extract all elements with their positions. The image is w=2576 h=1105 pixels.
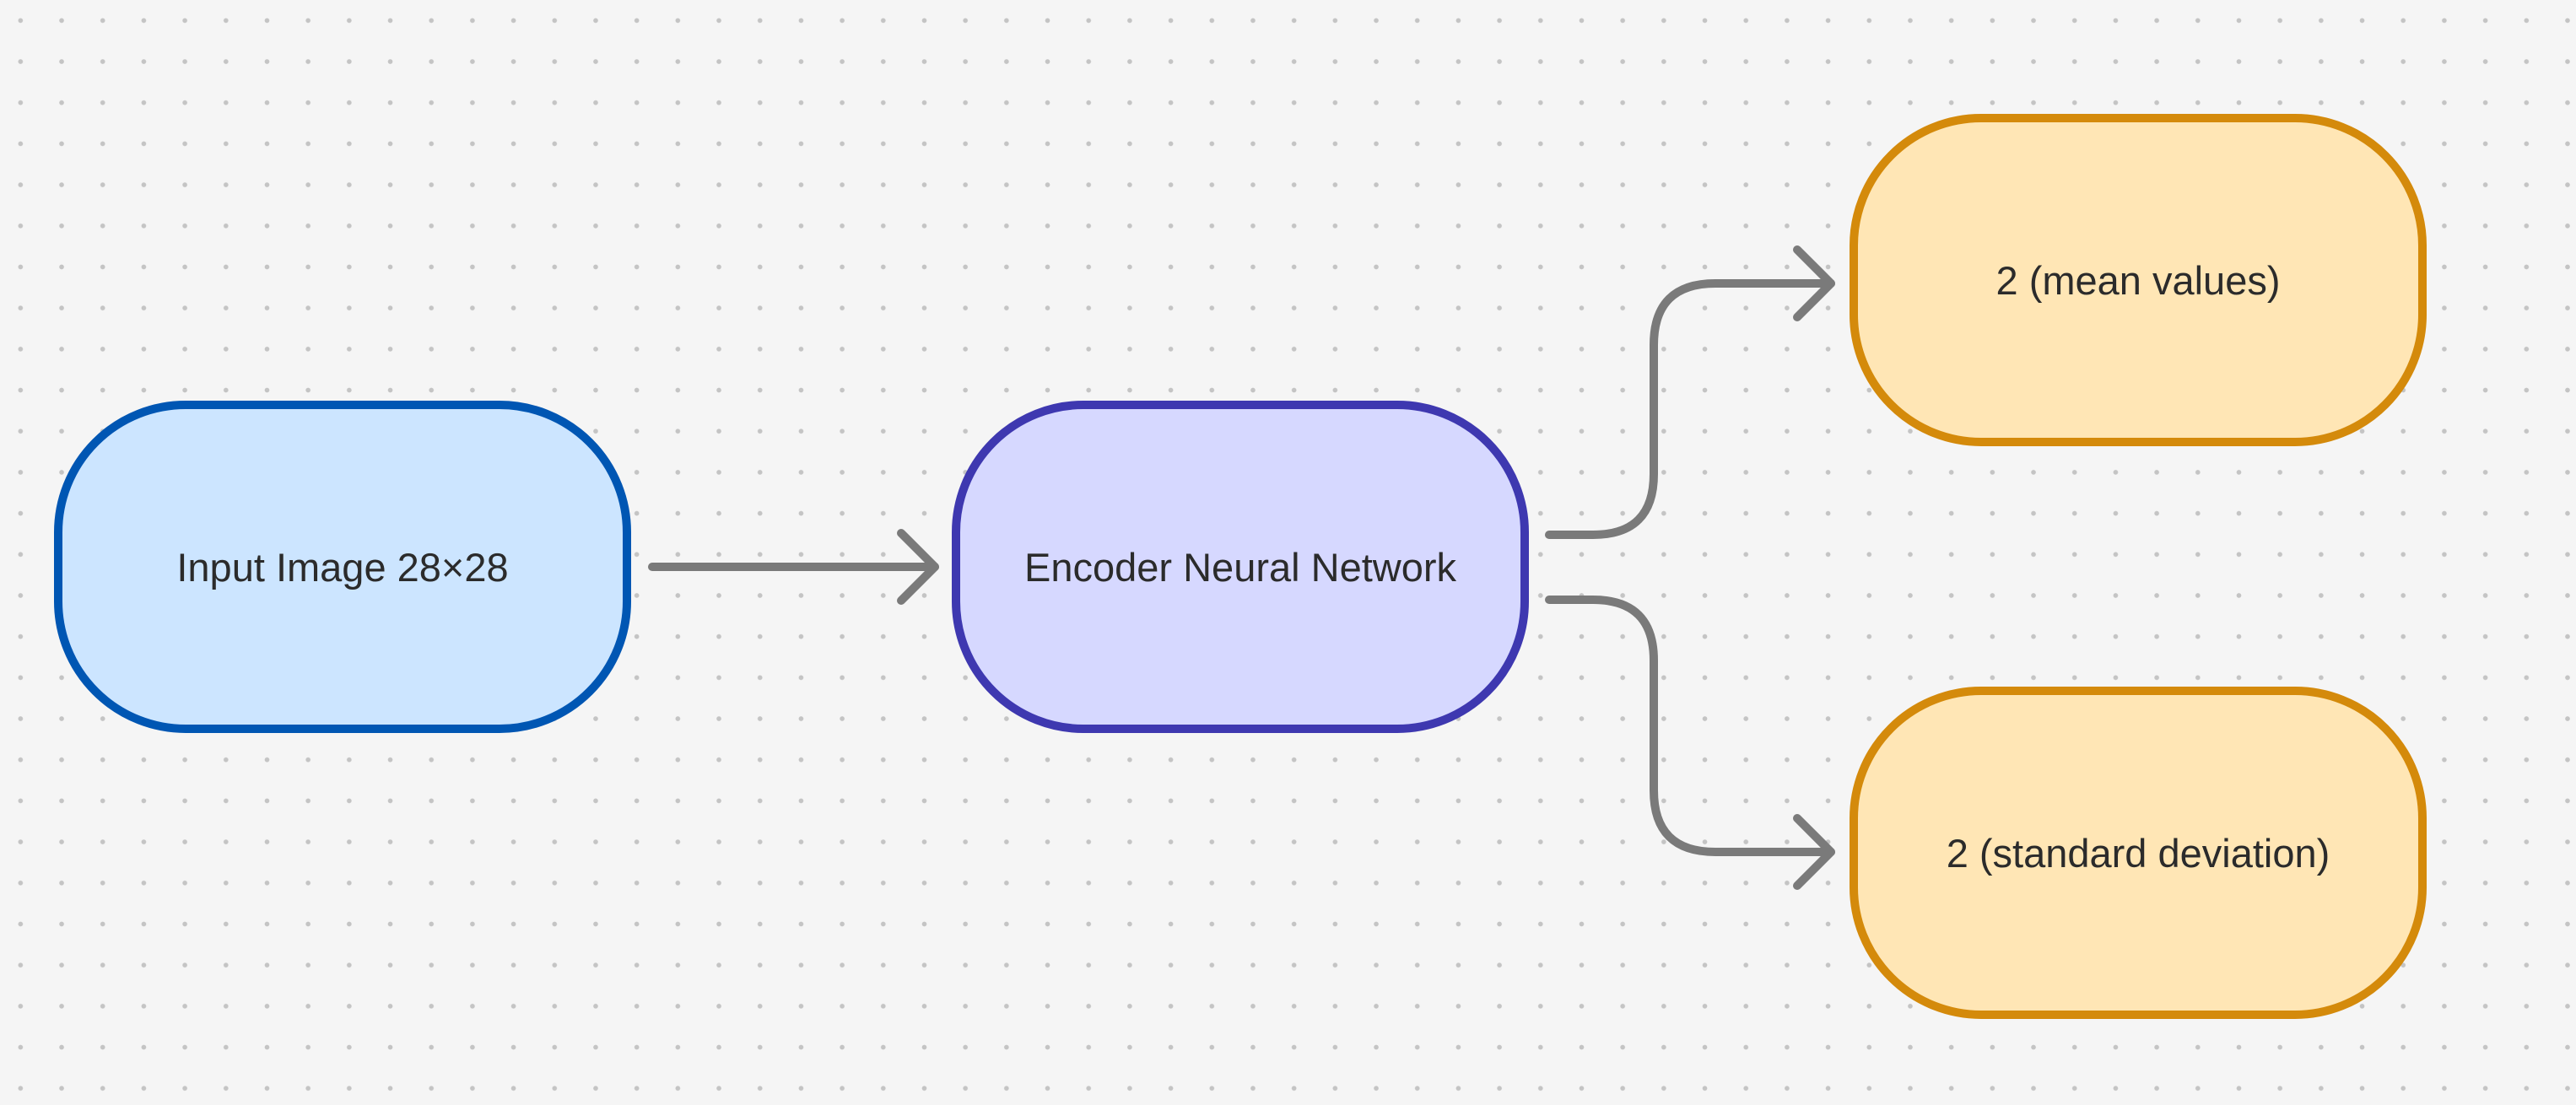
encoder-network-node[interactable]: Encoder Neural Network [952,401,1529,733]
mean-values-node[interactable]: 2 (mean values) [1850,114,2427,446]
input-image-node[interactable]: Input Image 28×28 [54,401,631,733]
input-image-label: Input Image 28×28 [176,544,509,590]
encoder-network-label: Encoder Neural Network [1024,544,1456,590]
arrowhead-encoder-to-mean [1793,245,1835,321]
arrowhead-encoder-to-std [1793,814,1835,890]
standard-deviation-label: 2 (standard deviation) [1946,830,2330,876]
standard-deviation-node[interactable]: 2 (standard deviation) [1850,687,2427,1019]
mean-values-label: 2 (mean values) [1995,257,2281,303]
arrowhead-input-to-encoder [897,529,939,605]
edge-encoder-to-mean[interactable] [1545,279,1835,539]
edge-encoder-to-std[interactable] [1545,596,1835,856]
